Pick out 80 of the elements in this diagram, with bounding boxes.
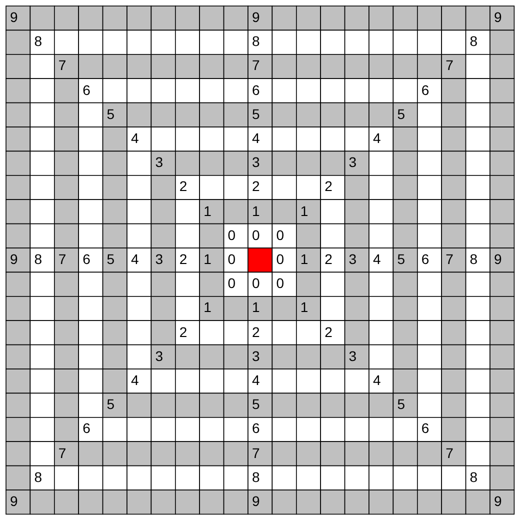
cell-number: 5 [252, 106, 260, 121]
cell-number: 9 [494, 494, 502, 508]
cell-number: 3 [348, 348, 357, 363]
cell-number: 8 [470, 470, 478, 484]
cell-number: 9 [252, 494, 260, 508]
cell-number: 7 [58, 446, 66, 460]
cell-number: 2 [252, 179, 260, 194]
cell-number: 3 [252, 155, 260, 170]
cell-number: 0 [276, 228, 284, 242]
cell-number: 2 [179, 179, 188, 194]
cell-number: 6 [421, 252, 430, 266]
cell-number: 6 [82, 252, 90, 266]
cell-number: 1 [252, 204, 260, 218]
cell-number: 5 [397, 106, 405, 121]
cell-number: 1 [300, 300, 308, 314]
cell-number: 5 [252, 397, 260, 412]
cell-number: 5 [106, 397, 115, 412]
cell-number: 4 [373, 252, 381, 266]
cell-number: 9 [10, 252, 18, 266]
cell-number: 1 [252, 300, 260, 314]
cell-number: 2 [179, 324, 188, 339]
cell-number: 8 [34, 34, 42, 48]
cell-number: 0 [276, 252, 284, 266]
cell-number: 8 [34, 252, 42, 266]
cell-number: 1 [300, 204, 308, 218]
cell-number: 0 [276, 276, 284, 290]
cell-number: 2 [324, 252, 332, 266]
cell-number: 2 [179, 252, 188, 266]
cell-number: 3 [252, 348, 260, 363]
cell-number: 5 [397, 252, 405, 266]
cell-number: 7 [58, 252, 66, 266]
cell-number: 2 [324, 179, 332, 194]
cell-number: 5 [397, 397, 405, 412]
cell-number: 7 [446, 252, 454, 266]
cell-number: 3 [155, 155, 163, 170]
cell-number: 4 [131, 131, 139, 145]
cell-number: 7 [446, 58, 454, 72]
cell-number: 3 [155, 252, 163, 266]
cell-number: 4 [131, 373, 139, 387]
cell-number: 8 [470, 252, 478, 266]
cell-number: 5 [106, 252, 115, 266]
cell-number: 0 [228, 276, 236, 290]
cell-number: 4 [131, 252, 139, 266]
cell-number: 9 [252, 10, 260, 24]
cell-number: 8 [470, 34, 478, 48]
cell-number: 3 [348, 155, 357, 170]
cell-number: 0 [252, 276, 260, 290]
cell-number: 6 [82, 82, 90, 97]
cell-number: 8 [252, 470, 260, 484]
cell-number: 3 [348, 252, 357, 266]
cell-number: 9 [10, 10, 18, 24]
cell-number: 9 [10, 494, 18, 508]
cell-number: 8 [34, 470, 42, 484]
cell-number: 7 [446, 446, 454, 460]
cell-number: 6 [252, 421, 260, 436]
cell-number: 0 [228, 252, 236, 266]
cell-number: 5 [106, 106, 115, 121]
cell-number: 6 [421, 421, 430, 436]
cell-number: 2 [252, 324, 260, 339]
cell-number: 7 [252, 58, 260, 72]
cell-number: 6 [421, 82, 430, 97]
cell-number: 4 [373, 373, 381, 387]
cell-number: 1 [204, 300, 212, 314]
cell-number: 1 [204, 252, 212, 266]
cell-number: 4 [252, 131, 260, 145]
cell-number: 6 [82, 421, 90, 436]
cell-number: 1 [204, 204, 212, 218]
cell-number: 9 [494, 252, 502, 266]
cell-number: 8 [252, 34, 260, 48]
cell-number: 1 [300, 252, 308, 266]
cell-number: 7 [252, 446, 260, 460]
cell-number: 3 [155, 348, 163, 363]
cell-number: 7 [58, 58, 66, 72]
cell-number: 9 [494, 10, 502, 24]
cell-number: 2 [324, 324, 332, 339]
cell-number: 0 [228, 228, 236, 242]
cell-number: 0 [252, 228, 260, 242]
cell-number: 4 [373, 131, 381, 145]
cell-number: 6 [252, 82, 260, 97]
cell-number: 4 [252, 373, 260, 387]
